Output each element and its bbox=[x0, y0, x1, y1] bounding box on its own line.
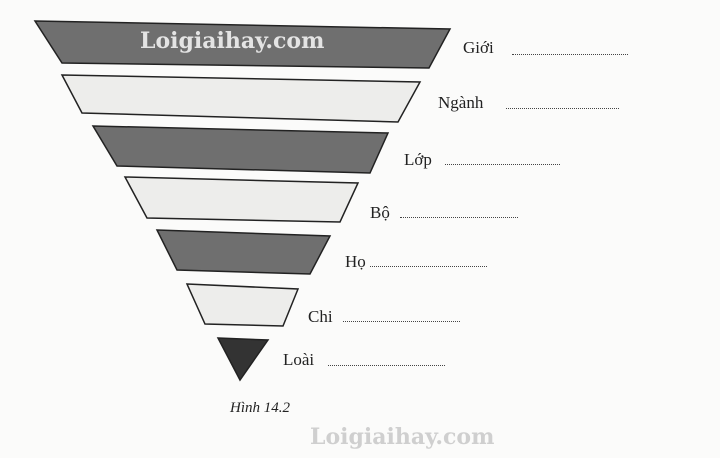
blank-ho bbox=[370, 266, 487, 267]
band-ho bbox=[155, 229, 332, 275]
blank-bo bbox=[400, 217, 518, 218]
band-gioi bbox=[33, 20, 452, 69]
blank-nganh bbox=[506, 108, 619, 109]
watermark-bottom: Loigiaihay.com bbox=[310, 424, 495, 450]
blank-chi bbox=[343, 321, 460, 322]
blank-lop bbox=[445, 164, 560, 165]
triangle-loai bbox=[216, 337, 270, 382]
label-lop: Lớp bbox=[404, 150, 432, 169]
label-gioi: Giới bbox=[463, 38, 494, 57]
label-ho: Họ bbox=[345, 252, 366, 271]
watermark-top: Loigiaihay.com bbox=[140, 28, 325, 54]
blank-loai bbox=[328, 365, 445, 366]
blank-gioi bbox=[512, 54, 628, 55]
figure-caption: Hình 14.2 bbox=[230, 400, 290, 416]
band-nganh bbox=[60, 74, 422, 123]
label-nganh: Ngành bbox=[438, 93, 484, 112]
label-bo: Bộ bbox=[370, 203, 390, 222]
label-chi: Chi bbox=[308, 307, 333, 326]
band-bo bbox=[123, 176, 360, 223]
band-lop bbox=[91, 125, 390, 174]
band-chi bbox=[185, 283, 300, 327]
label-loai: Loài bbox=[283, 350, 315, 369]
